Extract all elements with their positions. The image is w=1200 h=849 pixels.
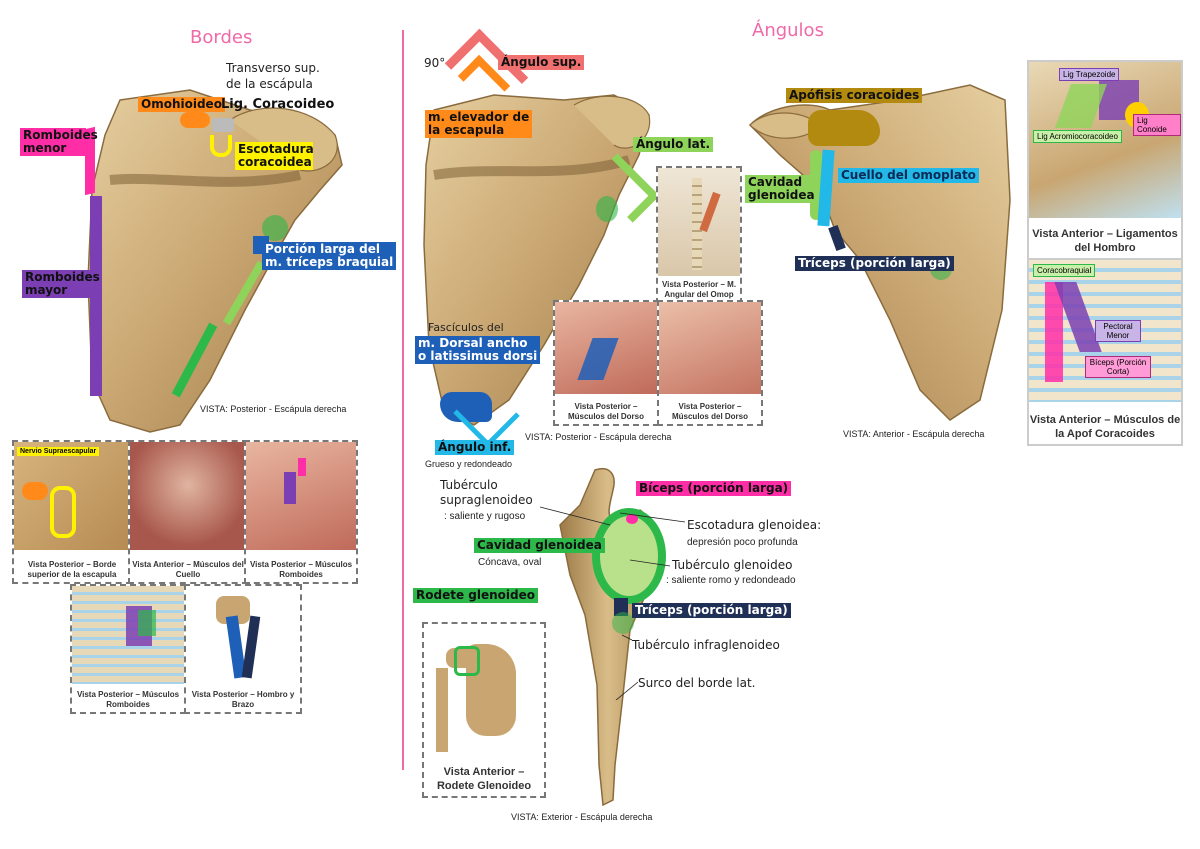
infraglenoideo-label: Tubérculo infraglenoideo — [632, 638, 780, 652]
thumb-caption: Vista Posterior – Hombro y Brazo — [191, 690, 295, 709]
lig-trapezoide-tag: Lig Trapezoide — [1059, 68, 1120, 81]
porcion-larga-label: Porción larga del m. tríceps braquial — [262, 242, 397, 270]
thumb-musculos-coracoides: Coracobraquial Pectoral Menor Bíceps (Po… — [1027, 258, 1183, 446]
thumb-caption: Vista Posterior – Músculos del Dorso — [671, 402, 748, 421]
thumb-hombro-brazo: Vista Posterior – Hombro y Brazo — [184, 584, 302, 714]
transverso-label: Transverso sup. de la escápula — [226, 61, 320, 91]
tuberculo-glenoideo-label: Tubérculo glenoideo — [672, 558, 793, 572]
noventa-label: 90° — [424, 56, 446, 70]
escotadura-glenoidea-label: Escotadura glenoidea: — [687, 518, 822, 532]
thumb-caption: Vista Anterior – Músculos del Cuello — [132, 560, 244, 579]
angulo-sup-label: Ángulo sup. — [498, 55, 585, 70]
bordes-title: Bordes — [190, 27, 253, 48]
angulos-posterior-vista-label: VISTA: Posterior - Escápula derecha — [525, 432, 672, 442]
thumb-dorso-2: Vista Posterior – Músculos del Dorso — [657, 300, 763, 426]
rodete-label: Rodete glenoideo — [413, 588, 538, 603]
bordes-vista-label: VISTA: Posterior - Escápula derecha — [200, 404, 347, 414]
lig-acromio-tag: Lig Acromiocoracoideo — [1033, 130, 1122, 143]
thumb-caption: Vista Posterior – Músculos del Dorso — [567, 402, 644, 421]
exterior-leader-lines — [539, 506, 686, 700]
nervio-supraescapular-tag: Nervio Supraescapular — [17, 447, 100, 456]
dorsal-ancho-marker — [440, 392, 492, 422]
angulo-lat-label: Ángulo lat. — [633, 137, 714, 152]
romboides-menor-label: Romboides menor — [20, 128, 98, 156]
escotadura-coracoidea-label: Escotadura coracoidea — [235, 142, 314, 170]
thumb-nervio-supraescapular: Nervio Supraescapular Vista Posterior – … — [12, 440, 132, 584]
thumb-musculos-cuello: Vista Anterior – Músculos del Cuello — [128, 440, 248, 584]
pectoral-menor-tag: Pectoral Menor — [1095, 320, 1141, 342]
depresion-label: depresión poco profunda — [687, 537, 798, 548]
thumb-caption: Vista Posterior – Borde superior de la e… — [27, 560, 117, 579]
thumb-caption: Vista Anterior – Rodete Glenoideo — [424, 762, 544, 796]
thumb-caption: Vista Posterior – Músculos Romboides — [76, 690, 180, 709]
thumb-dorso-1: Vista Posterior – Músculos del Dorso — [553, 300, 659, 426]
thumb-romboides-2: Vista Posterior – Músculos Romboides — [70, 584, 186, 714]
escotadura-coracoidea-marker — [210, 135, 232, 157]
angulo-inf-label: Ángulo inf. — [435, 440, 515, 455]
concava-label: Cóncava, oval — [478, 557, 542, 568]
thumb-angular-omoplato: Vista Posterior – M. Angular del Omop — [656, 166, 742, 304]
dorsal-ancho-label: m. Dorsal ancho o latissimus dorsi — [415, 336, 541, 364]
saliente-rugoso-label: : saliente y rugoso — [444, 511, 526, 522]
biceps-exterior-marker — [626, 514, 638, 524]
coracobraquial-tag: Coracobraquial — [1033, 264, 1096, 277]
angulos-exterior-vista-label: VISTA: Exterior - Escápula derecha — [511, 812, 653, 822]
cavidad-exterior-label: Cavidad glenoidea — [474, 538, 605, 553]
apofisis-coracoides-label: Apófisis coracoides — [786, 88, 923, 103]
infraglenoideo-marker — [612, 612, 634, 634]
angulos-anterior-vista-label: VISTA: Anterior - Escápula derecha — [843, 429, 985, 439]
elevador-label: m. elevador de la escapula — [425, 110, 533, 138]
lig-coracoideo-label: Lig. Coracoideo — [221, 97, 335, 112]
fasciculos-label: Fascículos del — [428, 321, 504, 334]
grueso-label: Grueso y redondeado — [425, 459, 513, 469]
biceps-corta-tag: Bíceps (Porción Corta) — [1085, 356, 1151, 378]
apofisis-coracoides-marker — [808, 110, 880, 146]
angulos-title: Ángulos — [752, 20, 824, 41]
saliente-romo-label: : saliente romo y redondeado — [666, 575, 796, 586]
triceps-anterior-label: Tríceps (porción larga) — [795, 256, 954, 271]
thumb-rodete-glenoideo: Vista Anterior – Rodete Glenoideo — [422, 622, 546, 798]
omohioideo-label: Omohioideo — [138, 97, 225, 112]
romboides-mayor-marker — [90, 196, 102, 396]
cuello-omoplato-label: Cuello del omoplato — [838, 168, 979, 183]
section-divider — [402, 30, 404, 770]
triceps-exterior-marker — [614, 598, 628, 616]
thumb-caption: Vista Posterior – Músculos Romboides — [249, 560, 353, 579]
triceps-exterior-label: Tríceps (porción larga) — [632, 603, 791, 618]
thumb-caption: Vista Anterior – Músculos de la Apof Cor… — [1029, 410, 1181, 444]
lig-conoide-tag: Lig Conoide — [1133, 114, 1181, 136]
biceps-exterior-label: Bíceps (porción larga) — [636, 481, 792, 496]
romboides-mayor-label: Romboides mayor — [22, 270, 100, 298]
surco-label: Surco del borde lat. — [638, 676, 756, 690]
angulo-lat-green-dot — [596, 196, 618, 222]
thumb-caption: Vista Posterior – M. Angular del Omop — [661, 280, 737, 299]
thumb-caption: Vista Anterior – Ligamentos del Hombro — [1029, 224, 1181, 258]
thumb-romboides-1: Vista Posterior – Músculos Romboides — [244, 440, 358, 584]
lig-coracoideo-marker — [212, 118, 234, 132]
rodete-glenoideo-marker — [592, 508, 666, 604]
thumb-ligamentos-hombro: Lig Trapezoide Lig Conoide Lig Acromioco… — [1027, 60, 1183, 260]
tuberculo-supra-label: Tubérculo supraglenoideo — [440, 478, 533, 507]
angulos-anterior-scapula-illustration — [748, 84, 1011, 421]
omohioideo-marker — [180, 112, 210, 128]
cavidad-anterior-label: Cavidad glenoidea — [745, 175, 818, 203]
